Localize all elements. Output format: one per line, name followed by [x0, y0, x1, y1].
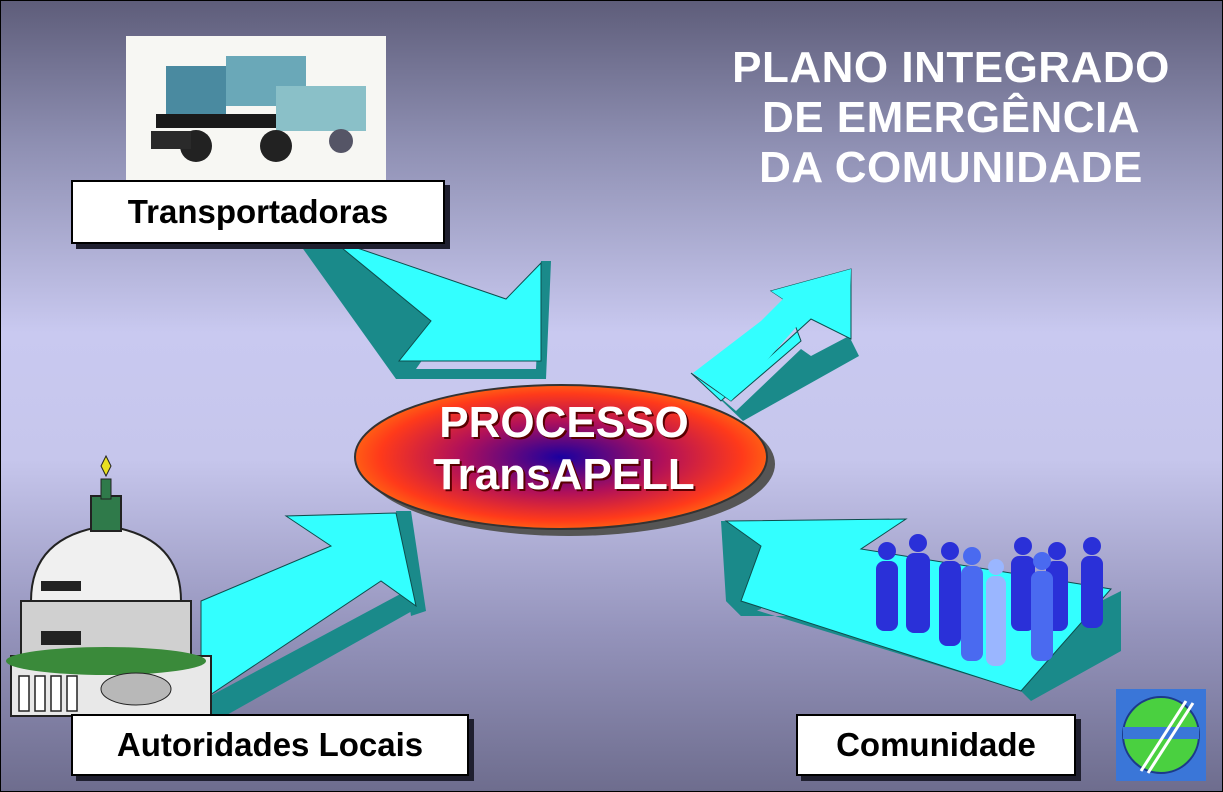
crowd-illustration — [876, 534, 1103, 666]
label-autoridades-locais: Autoridades Locais — [71, 714, 469, 776]
page-title: PLANO INTEGRADO DE EMERGÊNCIA DA COMUNID… — [691, 43, 1211, 193]
globe-logo-icon — [1116, 689, 1206, 781]
center-process-label: PROCESSO TransAPELL — [389, 397, 739, 501]
title-line-2: DE EMERGÊNCIA — [761, 93, 1141, 142]
capitol-building-illustration — [6, 454, 212, 717]
truck-illustration — [126, 36, 386, 181]
arrow-transportadoras — [291, 238, 551, 379]
title-line-3: DA COMUNIDADE — [759, 143, 1143, 192]
title-line-1: PLANO INTEGRADO — [732, 43, 1170, 92]
center-line-1: PROCESSO — [439, 398, 689, 447]
label-comunidade: Comunidade — [796, 714, 1076, 776]
center-line-2: TransAPELL — [433, 450, 695, 499]
label-transportadoras: Transportadoras — [71, 180, 445, 244]
arrow-plano — [690, 268, 859, 421]
arrow-autoridades — [200, 511, 426, 721]
center-ellipse — [354, 384, 775, 536]
